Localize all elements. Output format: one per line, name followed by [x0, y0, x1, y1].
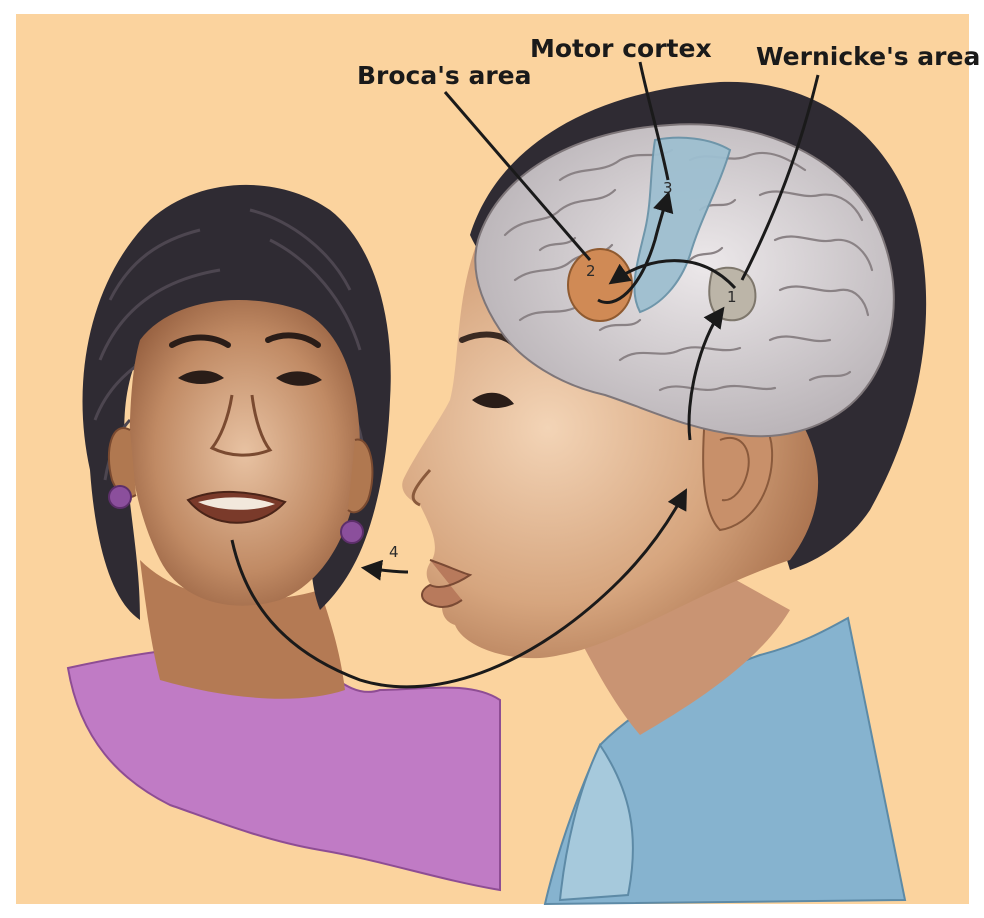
marker-speech: 4 — [389, 543, 399, 561]
earring-left — [109, 486, 131, 508]
label-motor-cortex: Motor cortex — [530, 34, 712, 63]
label-wernickes-area: Wernicke's area — [756, 42, 980, 71]
earring-right — [341, 521, 363, 543]
marker-wernicke: 1 — [727, 288, 737, 306]
label-brocas-area: Broca's area — [357, 61, 532, 90]
brocas-area-region — [568, 249, 632, 321]
marker-broca: 2 — [586, 262, 596, 280]
marker-motor: 3 — [663, 179, 673, 197]
listener-face — [130, 300, 360, 606]
